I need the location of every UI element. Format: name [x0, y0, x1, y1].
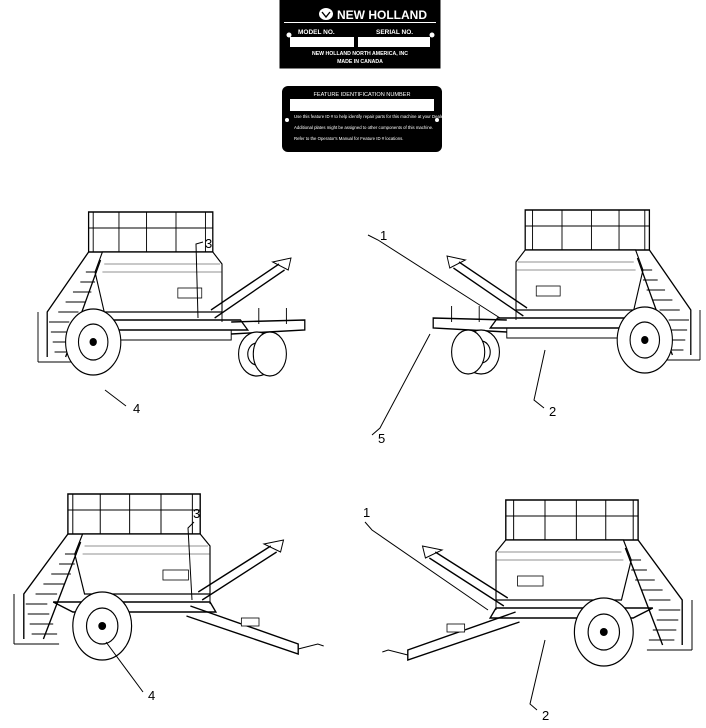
leader-1-v2 — [367, 234, 501, 319]
model-field — [290, 37, 354, 47]
leader-3-v3 — [187, 521, 195, 601]
feature-bullet-1: Use this feature ID # to help identify r… — [294, 114, 446, 119]
serial-label: SERIAL NO. — [376, 29, 413, 36]
callout-2-v4: 2 — [542, 708, 549, 723]
leader-3-v1 — [195, 241, 204, 319]
air-cart-view-2: 1 2 5 — [367, 209, 701, 446]
callout-4-v3: 4 — [148, 688, 155, 703]
callout-5-v2: 5 — [378, 431, 385, 446]
leader-4-v1 — [104, 389, 127, 407]
serial-plate: NEW HOLLAND MODEL NO. SERIAL NO. NEW HOL… — [279, 0, 441, 69]
callout-1-v2: 1 — [380, 228, 387, 243]
maker-line-2: MADE IN CANADA — [337, 59, 383, 65]
feature-bullet-2: Additional plates might be assigned to o… — [294, 125, 433, 130]
model-label: MODEL NO. — [298, 29, 335, 36]
leader-4-v3 — [105, 641, 144, 693]
callout-3-v1: 3 — [205, 236, 212, 251]
feature-id-field — [290, 99, 434, 111]
callout-4-v1: 4 — [133, 401, 140, 416]
air-cart-view-3: 3 4 — [13, 493, 325, 703]
air-cart-view-1: 3 4 — [37, 211, 306, 416]
feature-id-plate: FEATURE IDENTIFICATION NUMBER Use this f… — [282, 86, 446, 152]
leader-1-v4 — [364, 521, 489, 611]
serial-field — [358, 37, 430, 47]
brand-name: NEW HOLLAND — [337, 8, 427, 22]
maker-line-1: NEW HOLLAND NORTH AMERICA, INC — [312, 51, 408, 57]
leader-2-v4 — [529, 639, 546, 711]
feature-bullet-3: Refer to the Operator's Manual for Featu… — [294, 136, 404, 141]
leader-2-v2 — [533, 349, 546, 409]
air-cart-view-4: 1 2 — [363, 499, 693, 723]
callout-1-v4: 1 — [363, 505, 370, 520]
callout-3-v3: 3 — [193, 506, 200, 521]
new-holland-logo-icon — [319, 8, 333, 20]
callout-2-v2: 2 — [549, 404, 556, 419]
feature-id-title: FEATURE IDENTIFICATION NUMBER — [313, 92, 410, 98]
leader-5-v2 — [371, 333, 431, 436]
